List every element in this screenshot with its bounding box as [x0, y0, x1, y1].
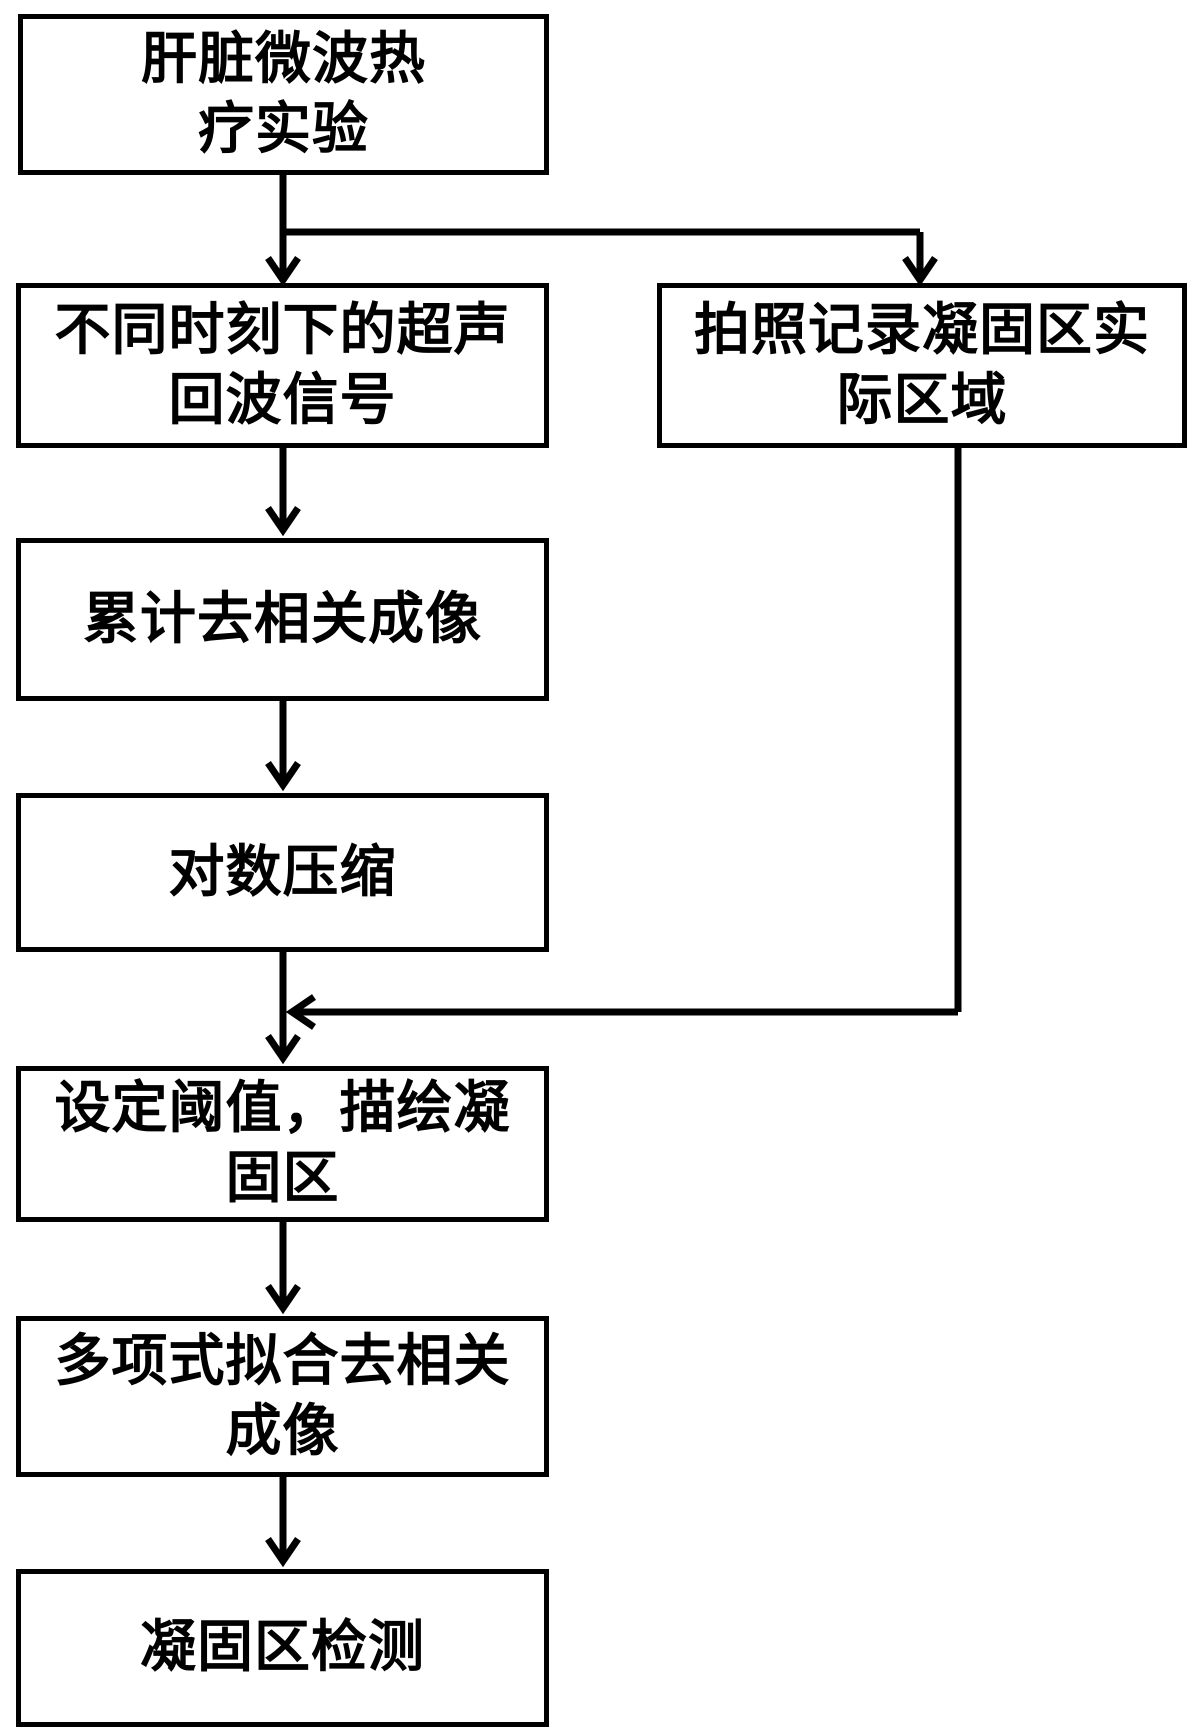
- node-label: 肝脏微波热疗实验: [124, 25, 444, 165]
- node-cumulative-decorrelation: 累计去相关成像: [16, 538, 549, 701]
- node-label: 对数压缩: [159, 838, 407, 908]
- node-label: 拍照记录凝固区实际区域: [682, 296, 1162, 436]
- node-echo-signals: 不同时刻下的超声回波信号: [16, 283, 549, 448]
- node-label: 设定阈值，描绘凝固区: [38, 1074, 528, 1214]
- node-coagulation-detection: 凝固区检测: [16, 1569, 549, 1727]
- node-label: 多项式拟合去相关成像: [43, 1327, 523, 1467]
- node-label: 累计去相关成像: [73, 585, 492, 655]
- node-log-compression: 对数压缩: [16, 793, 549, 952]
- node-polynomial-fitting: 多项式拟合去相关成像: [16, 1316, 549, 1477]
- node-label: 凝固区检测: [130, 1613, 435, 1683]
- node-photo-record: 拍照记录凝固区实际区域: [657, 283, 1187, 448]
- node-label: 不同时刻下的超声回波信号: [43, 296, 523, 436]
- node-threshold-outline: 设定阈值，描绘凝固区: [16, 1066, 549, 1222]
- node-liver-experiment: 肝脏微波热疗实验: [18, 14, 549, 175]
